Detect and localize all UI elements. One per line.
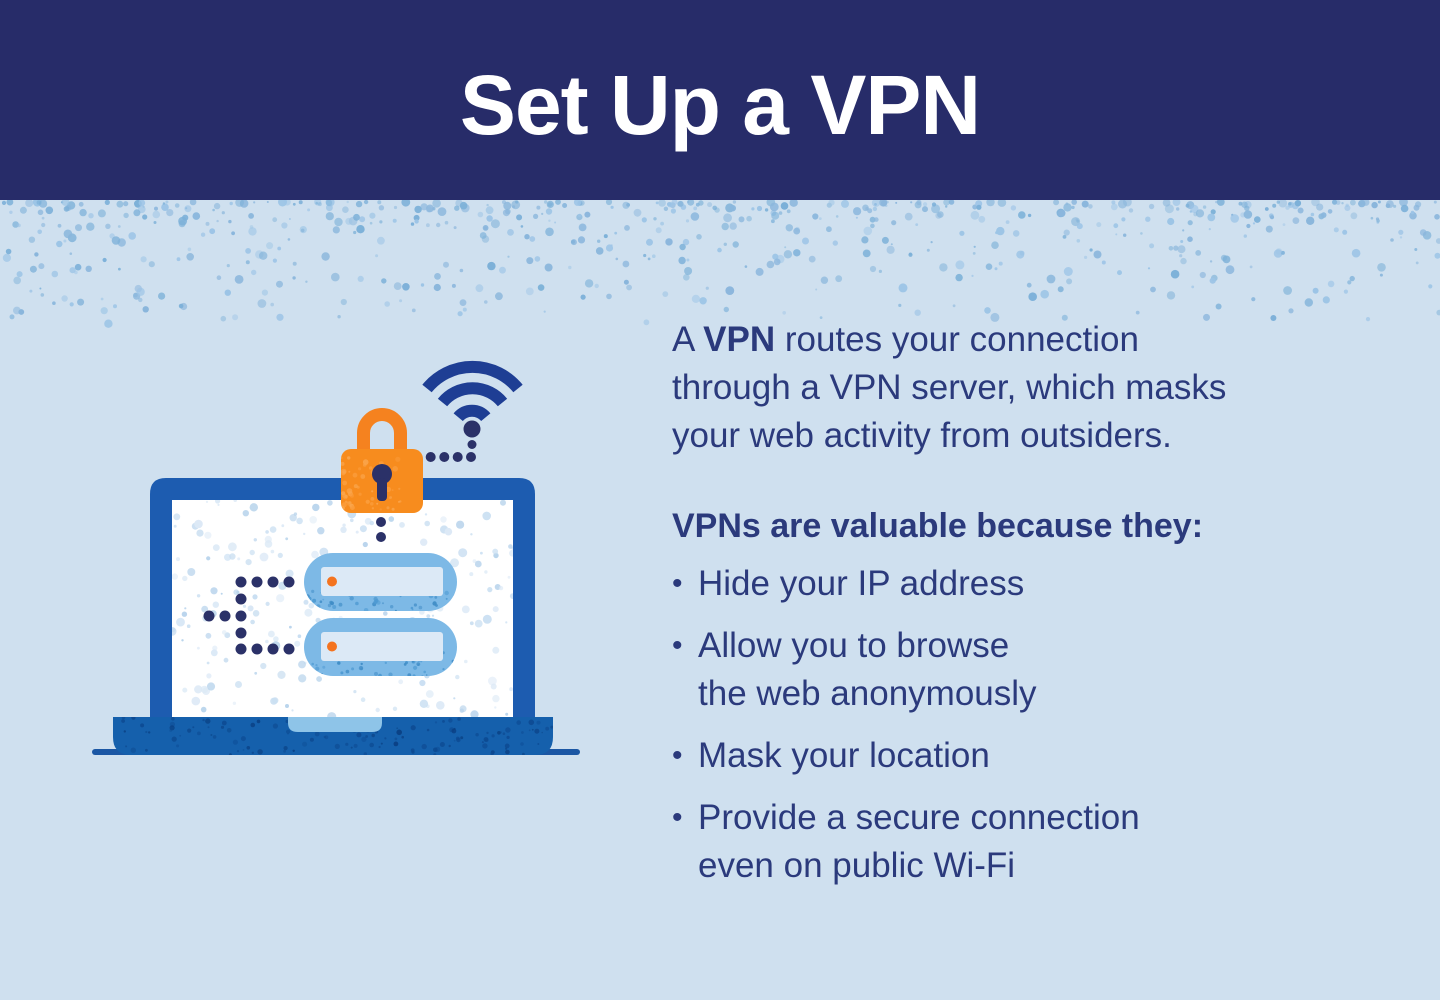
dotted-connection-path [203, 576, 295, 655]
vpn-server-stack-icon [304, 553, 457, 676]
header-banner: Set Up a VPN [0, 0, 1440, 200]
bullet-text: Hide your IP address [698, 564, 1025, 603]
bullet-dot: • [672, 739, 683, 772]
content-area: A VPN routes your connection through a V… [0, 200, 1440, 1000]
padlock-shackle [357, 408, 407, 449]
server-row-1 [304, 553, 457, 611]
wifi-to-lock-dots [425, 440, 477, 462]
speckle-transition-texture [1, 200, 1440, 328]
bullet-item: • Hide your IP address [672, 560, 1372, 608]
benefits-heading: VPNs are valuable because they: [672, 507, 1204, 545]
intro-line-2: through a VPN server, which masks [672, 368, 1227, 407]
benefits-list: • Hide your IP address • Allow you to brows… [672, 560, 1372, 890]
laptop-base [113, 717, 553, 755]
intro-paragraph: A VPN routes your connection through a V… [672, 316, 1372, 460]
bullet-text: Mask your location [698, 736, 990, 775]
bullet-dot: • [672, 801, 683, 834]
bullet-item: • Mask your location [672, 732, 1372, 780]
bullet-dot: • [672, 629, 683, 662]
laptop-lock-wifi-illustration [92, 360, 580, 755]
laptop-base-notch [288, 717, 382, 732]
page-title: Set Up a VPN [459, 57, 981, 152]
intro-line-1-rest: routes your connection [775, 320, 1139, 359]
keyhole-stem [377, 478, 387, 501]
bullet-dot: • [672, 567, 683, 600]
vpn-illustration [70, 345, 590, 765]
padlock-icon [341, 408, 423, 542]
intro-line-3: your web activity from outsiders. [672, 416, 1172, 455]
intro-line-1: A [672, 320, 704, 359]
keyhole [372, 464, 392, 484]
server-row-2 [304, 618, 457, 676]
server-power-dot [327, 576, 337, 587]
wifi-arcs [422, 360, 523, 422]
wifi-signal-icon [422, 360, 523, 462]
lock-to-server-dots [376, 517, 386, 542]
server-power-dot [327, 641, 337, 652]
wifi-dot [463, 420, 481, 438]
vpn-bold-term: VPN [703, 320, 776, 359]
text-column: A VPN routes your connection through a V… [672, 316, 1372, 904]
